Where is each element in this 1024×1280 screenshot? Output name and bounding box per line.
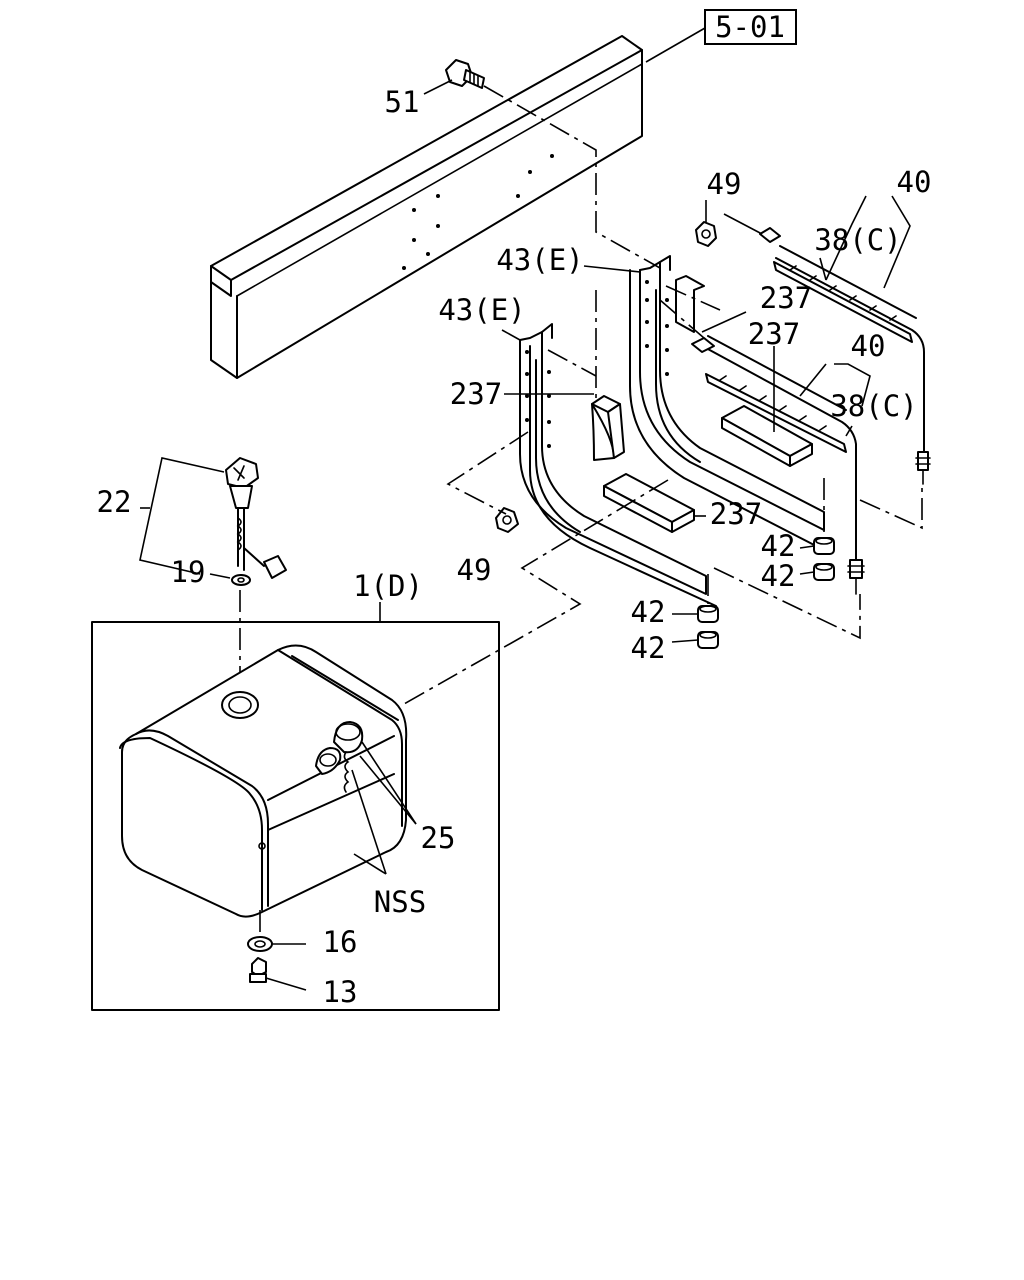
nut-42-c[interactable] [697,605,719,623]
nut-42-a[interactable] [813,537,835,555]
pad-237-b[interactable] [591,395,625,461]
callout-40-mid: 40 [851,329,886,363]
strap-middle[interactable] [691,335,865,595]
bracket-holes-left [525,350,551,448]
callout-42-c: 42 [631,595,666,629]
fuel-tank[interactable] [119,644,408,918]
callout-43e-left: 43(E) [438,293,525,327]
callout-237-a: 237 [760,281,812,315]
callout-40-top: 40 [897,165,932,199]
callout-42-d: 42 [631,631,666,665]
callout-labels: 51 49 40 38(C) 43(E) 237 43(E) 237 40 23… [97,85,932,1009]
callout-51: 51 [385,85,420,119]
callout-49-top: 49 [707,167,742,201]
pad-237-c[interactable] [721,405,813,467]
callout-16: 16 [323,925,358,959]
pad-237-a[interactable] [675,275,705,333]
nut-42-b[interactable] [813,563,835,581]
callout-49-bottom: 49 [457,553,492,587]
frame-rail [210,35,643,379]
washer-16[interactable] [247,936,273,952]
callout-237-c: 237 [450,377,502,411]
reference-box-label: 5-01 [715,10,785,44]
rail-bolt-holes [402,154,554,270]
callout-237-d: 237 [710,497,762,531]
bracket-43e-left[interactable] [519,323,717,607]
callout-13: 13 [323,975,358,1009]
fuel-sender-22[interactable] [225,457,287,579]
reference-leader [645,27,706,63]
reference-box[interactable]: 5-01 [704,9,797,45]
nut-42-d[interactable] [697,631,719,649]
callout-1d: 1(D) [353,569,423,603]
callout-43e-right: 43(E) [496,243,583,277]
callout-22: 22 [97,485,132,519]
drain-plug-13[interactable] [249,957,267,983]
callout-25: 25 [421,821,456,855]
nut-49-top[interactable] [695,221,717,247]
strap-upper[interactable] [759,227,931,485]
pad-237-d[interactable] [603,473,695,533]
callout-42-b: 42 [761,559,796,593]
callout-38c-mid: 38(C) [830,389,917,423]
bolt-51[interactable] [445,59,485,89]
bracket-holes [645,280,669,376]
callout-42-a: 42 [761,529,796,563]
callout-38c-top: 38(C) [814,223,901,257]
gasket-19[interactable] [231,574,251,586]
tank-assembly-box [91,621,500,1011]
nut-49-bottom[interactable] [495,507,519,533]
callout-nss: NSS [374,885,426,919]
bracket-43e-right[interactable] [629,255,825,549]
callout-237-b: 237 [748,317,800,351]
fuel-cap-25[interactable] [333,721,364,793]
callout-19: 19 [171,555,206,589]
